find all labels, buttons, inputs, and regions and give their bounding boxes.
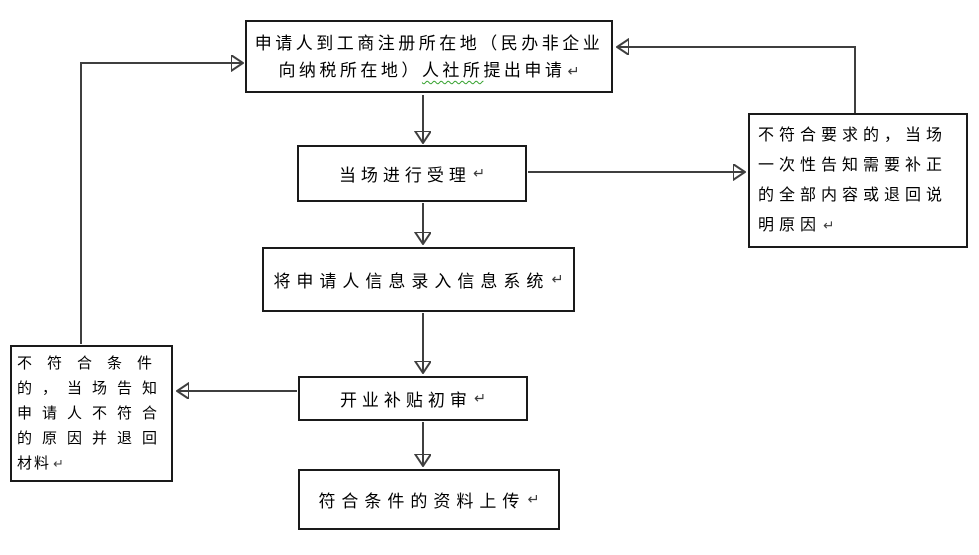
node-apply-line2-pre: 向纳税所在地）: [278, 61, 422, 80]
node-reject-right-line: 不符合要求的，当场: [758, 127, 948, 144]
paragraph-return-mark: ↵: [823, 218, 835, 233]
node-apply-line1: 申请人到工商注册所在地（民办非企业: [247, 30, 611, 57]
paragraph-return-mark: ↵: [527, 491, 540, 508]
connector-reject-left-to-apply: [80, 63, 243, 344]
node-input-system-label: 将申请人信息录入信息系统: [273, 272, 550, 291]
node-initial-review-label: 开业补贴初审: [339, 391, 472, 410]
node-reject-left-line: 申请人不符合: [17, 405, 168, 422]
node-reject-notice-left: 不符合条件 的，当场告知 申请人不符合 的原因并退回 材料↵: [10, 345, 173, 482]
paragraph-return-mark: ↵: [472, 165, 486, 182]
node-apply: 申请人到工商注册所在地（民办非企业 向纳税所在地）人社所提出申请↵: [245, 20, 613, 93]
node-upload-label: 符合条件的资料上传: [318, 492, 526, 511]
node-reject-left-line: 材料↵: [17, 451, 166, 476]
node-reject-right-line: 的全部内容或退回说: [758, 187, 948, 204]
node-input-system: 将申请人信息录入信息系统↵: [262, 247, 575, 312]
node-apply-line2-post: 提出申请: [483, 61, 566, 80]
node-accept-label: 当场进行受理: [338, 166, 471, 185]
node-reject-right-line: 明原因↵: [758, 211, 958, 241]
node-reject-left-line: 不符合条件: [17, 355, 168, 372]
node-reject-left-line: 的原因并退回: [17, 430, 168, 447]
node-accept: 当场进行受理↵: [297, 145, 527, 202]
paragraph-return-mark: ↵: [53, 456, 64, 471]
paragraph-return-mark: ↵: [551, 271, 564, 288]
node-apply-line1-text: 申请人到工商注册所在地（民办非企业: [254, 34, 604, 53]
paragraph-return-mark: ↵: [473, 390, 487, 407]
spellcheck-underlined-text: 人社所: [421, 61, 484, 80]
node-upload: 符合条件的资料上传↵: [298, 469, 560, 530]
node-reject-left-line-text: 材料: [17, 455, 52, 472]
node-initial-review: 开业补贴初审↵: [298, 376, 528, 421]
node-reject-right-line-text: 明原因: [758, 217, 822, 234]
node-reject-notice-right: 不符合要求的，当场 一次性告知需要补正 的全部内容或退回说 明原因↵: [748, 113, 968, 248]
connector-reject-right-to-apply: [617, 47, 856, 113]
node-reject-left-line: 的，当场告知: [17, 380, 168, 397]
paragraph-return-mark: ↵: [567, 64, 580, 80]
node-apply-line2: 向纳税所在地）人社所提出申请↵: [247, 57, 611, 86]
node-reject-right-line: 一次性告知需要补正: [758, 157, 948, 174]
